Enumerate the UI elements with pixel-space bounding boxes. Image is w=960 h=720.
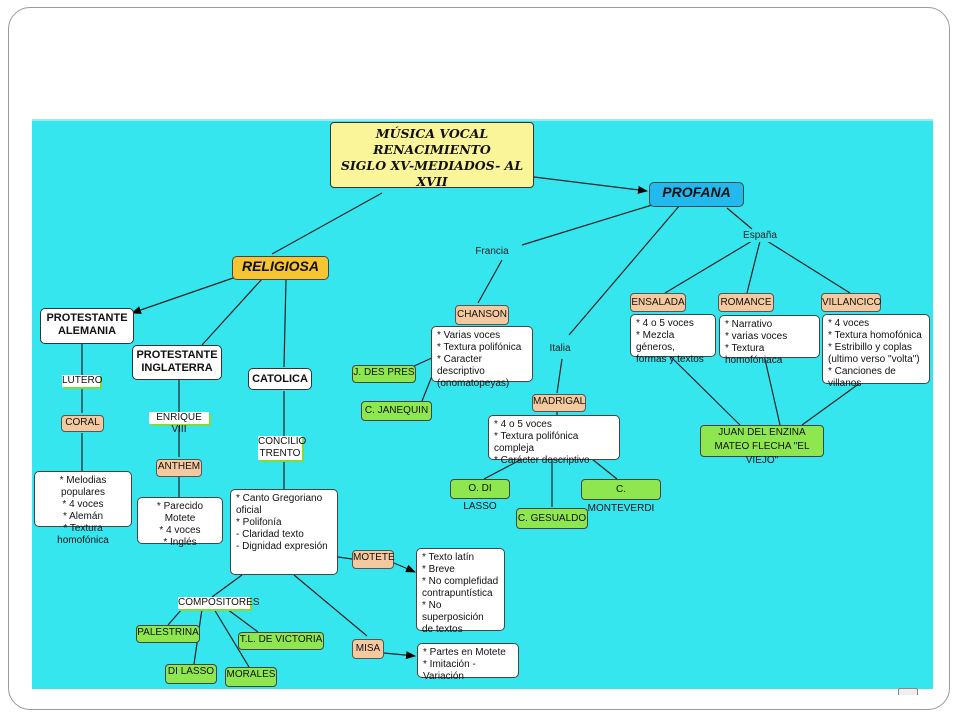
edge-notes-despres bbox=[411, 356, 435, 368]
anthem-node: ANTHEM bbox=[156, 459, 202, 477]
edge-ensalada-composers bbox=[669, 355, 741, 426]
francia-link: Francia bbox=[472, 246, 512, 259]
ensalada-notes: * 4 o 5 voces * Mezcla géneros, formas y… bbox=[630, 314, 716, 365]
edge-notes-compositores bbox=[211, 574, 243, 598]
edge-italia-madrigal bbox=[556, 358, 563, 394]
madrigal-notes: * 4 o 5 voces * Textura polifónica compl… bbox=[488, 415, 620, 466]
edge-villancico-composers bbox=[801, 382, 861, 426]
misa-notes: * Partes en Motete * Imitación - Variaci… bbox=[417, 643, 519, 682]
scroll-indicator[interactable] bbox=[898, 688, 918, 695]
edge-motete-notes bbox=[393, 562, 416, 573]
composer-o-di-lasso: O. DI LASSO bbox=[450, 479, 510, 512]
ensalada-node: ENSALADA bbox=[630, 293, 686, 312]
edge-comp-palestrina bbox=[167, 608, 183, 626]
concilio-trento-link: CONCILIO TRENTO bbox=[258, 436, 307, 460]
spanish-composers: JUAN DEL ENZINA MATEO FLECHA "EL VIEJO" bbox=[700, 425, 824, 466]
composer-monteverdi: C. MONTEVERDI bbox=[581, 479, 661, 514]
composer-palestrina: PALESTRINA bbox=[136, 625, 200, 643]
chanson-node: CHANSON bbox=[455, 305, 509, 325]
edge-notes-monteverdi bbox=[591, 458, 618, 480]
composer-victoria: T.L. DE VICTORIA bbox=[238, 632, 324, 650]
composer-morales: MORALES bbox=[225, 667, 277, 687]
madrigal-node: MADRIGAL bbox=[532, 394, 586, 412]
concept-map: MÚSICA VOCAL RENACIMIENTO SIGLO XV-MEDIA… bbox=[32, 119, 933, 689]
edge-notes-motete bbox=[337, 556, 353, 560]
edge-title-profana bbox=[533, 176, 648, 194]
edge-profana-espana bbox=[726, 207, 753, 230]
enrique-viii-link: ENRIQUE VIII bbox=[149, 412, 209, 435]
edge-religiosa-inglaterra bbox=[201, 278, 263, 346]
edge-espana-ensalada bbox=[664, 240, 753, 294]
romance-notes: * Narrativo * varias voces * Textura hom… bbox=[719, 315, 820, 366]
edge-religiosa-catolica bbox=[283, 278, 287, 368]
profana-node: PROFANA bbox=[649, 182, 744, 207]
edge-notes-misa bbox=[293, 574, 368, 637]
composer-di-lasso: DI LASSO bbox=[165, 664, 217, 684]
edge-romance-composers bbox=[761, 345, 781, 426]
lutero-link: LUTERO bbox=[62, 375, 103, 387]
map-top-border bbox=[32, 119, 933, 121]
motete-node: MOTETE bbox=[352, 550, 395, 569]
anthem-notes: * Parecido Motete * 4 voces * Inglés bbox=[137, 497, 223, 548]
composer-des-pres: J. DES PRES bbox=[352, 365, 416, 383]
villancico-node: VILLANCICO bbox=[821, 293, 881, 312]
composer-janequin: C. JANEQUIN bbox=[361, 401, 432, 421]
edge-espana-villancico bbox=[766, 240, 851, 294]
romance-node: ROMANCE bbox=[718, 293, 774, 312]
edge-comp-morales bbox=[213, 608, 250, 668]
coral-node: CORAL bbox=[61, 415, 104, 432]
misa-node: MISA bbox=[352, 639, 384, 659]
catolica-notes: * Canto Gregoriano oficial * Polifonía -… bbox=[230, 489, 338, 575]
protestante-inglaterra-node: PROTESTANTE INGLATERRA bbox=[132, 345, 222, 380]
chanson-notes: * Varias voces * Textura polifónica * Ca… bbox=[431, 326, 533, 389]
catolica-node: CATOLICA bbox=[248, 368, 312, 390]
edge-francia-chanson bbox=[477, 259, 503, 304]
edge-comp-victoria bbox=[226, 608, 259, 633]
connector-lines bbox=[81, 176, 861, 668]
espana-link: España bbox=[742, 230, 778, 242]
edge-notes-olasso bbox=[483, 458, 523, 480]
edge-misa-notes bbox=[383, 651, 416, 660]
italia-link: Italia bbox=[545, 343, 575, 355]
coral-notes: * Melodias populares * 4 voces * Alemán … bbox=[34, 471, 132, 546]
religiosa-node: RELIGIOSA bbox=[232, 256, 329, 280]
edge-profana-francia bbox=[521, 204, 653, 246]
edge-espana-romance bbox=[746, 240, 761, 294]
edge-title-religiosa bbox=[271, 192, 383, 255]
motete-notes: * Texto latín * Breve * No complefidad c… bbox=[416, 548, 505, 635]
compositores-label: COMPOSITORES bbox=[178, 597, 260, 609]
composer-gesualdo: C. GESUALDO bbox=[516, 508, 588, 529]
edge-profana-italia bbox=[568, 204, 681, 336]
protestante-alemania-node: PROTESTANTE ALEMANIA bbox=[40, 308, 134, 344]
villancico-notes: * 4 voces * Textura homofónica * Estribi… bbox=[822, 314, 930, 389]
edge-religiosa-alemania bbox=[131, 276, 237, 314]
main-title-node: MÚSICA VOCAL RENACIMIENTO SIGLO XV-MEDIA… bbox=[330, 122, 534, 189]
